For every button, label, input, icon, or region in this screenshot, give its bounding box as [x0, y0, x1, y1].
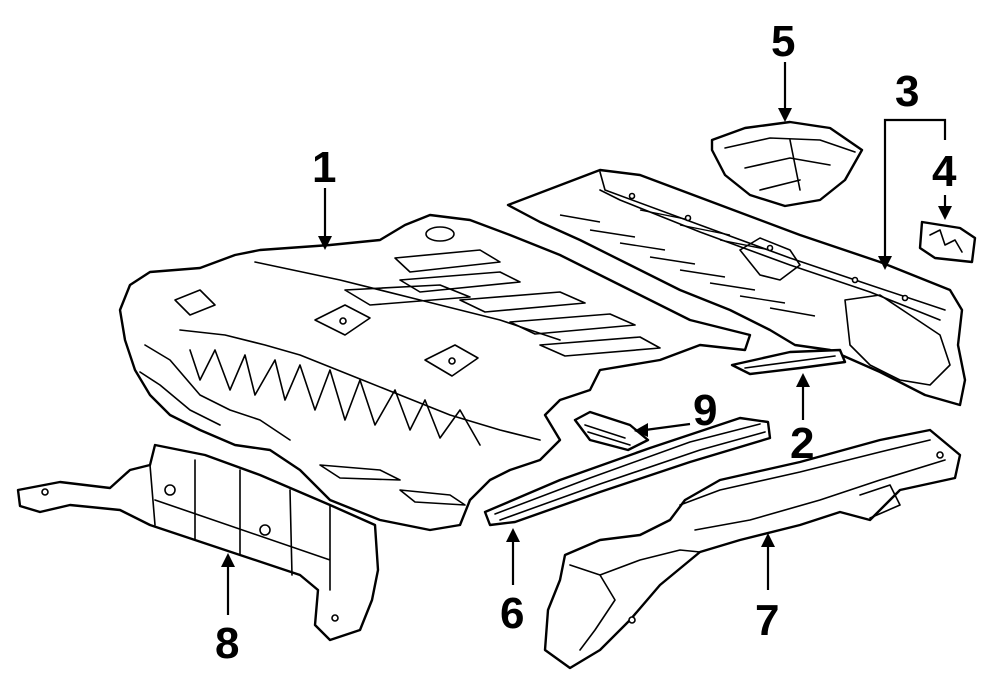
floor-bracket	[730, 348, 847, 376]
spare-wheel-well	[710, 120, 864, 208]
callout-1: 1	[312, 143, 336, 192]
rear-side-member	[543, 428, 962, 670]
rear-panel	[506, 168, 967, 407]
callout-7: 7	[755, 596, 779, 645]
clip-bracket	[918, 220, 977, 264]
callout-9: 9	[693, 386, 717, 435]
crossmember-bracket	[16, 443, 380, 642]
rear-floor-pan	[118, 213, 752, 532]
callout-4: 4	[932, 147, 957, 196]
cross-rail	[573, 410, 650, 452]
callout-3: 3	[895, 67, 919, 116]
callout-6: 6	[500, 589, 524, 638]
callout-leaders	[221, 62, 952, 615]
callout-8: 8	[215, 619, 239, 668]
reinforcement-rail	[483, 416, 772, 527]
callout-2: 2	[790, 419, 814, 468]
callout-5: 5	[771, 17, 795, 66]
